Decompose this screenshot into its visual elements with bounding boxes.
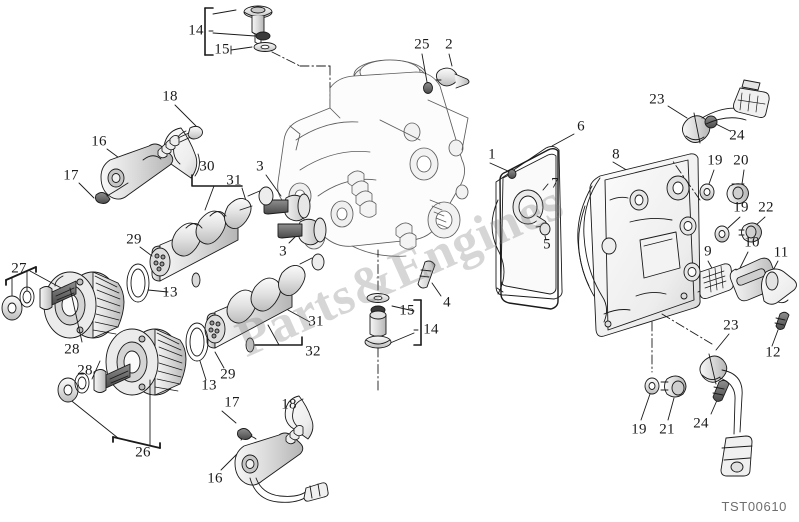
callout-31: 31	[226, 172, 242, 189]
part-group-connector-right	[699, 251, 797, 347]
callout-4: 4	[443, 294, 451, 311]
callout-28: 28	[64, 341, 80, 358]
callout-3: 3	[256, 158, 264, 175]
callout-15: 15	[399, 302, 415, 319]
callout-19: 19	[631, 421, 647, 438]
callout-5: 5	[543, 236, 551, 253]
callout-18: 18	[281, 396, 297, 413]
callout-6: 6	[577, 118, 585, 135]
callout-26: 26	[135, 444, 151, 461]
callout-22: 22	[758, 199, 774, 216]
callout-32: 32	[305, 343, 321, 360]
part-group-cover-gasket	[489, 133, 575, 310]
part-group-oil-jet-top	[204, 5, 331, 109]
part-group-oil-jet-lower	[364, 249, 422, 393]
callout-7: 7	[551, 175, 559, 192]
callout-17: 17	[224, 394, 240, 411]
callout-25: 25	[414, 36, 430, 53]
part-group-tappet-lower	[277, 217, 327, 246]
callout-3: 3	[279, 243, 287, 260]
part-group-tensioner-upper	[78, 104, 203, 204]
callout-29: 29	[126, 231, 142, 248]
callout-14: 14	[188, 22, 204, 39]
callout-27: 27	[11, 260, 27, 277]
callout-29: 29	[220, 366, 236, 383]
callout-9: 9	[704, 243, 712, 260]
callout-23: 23	[723, 317, 739, 334]
callout-19: 19	[707, 152, 723, 169]
callout-15: 15	[214, 41, 230, 58]
callout-17: 17	[63, 167, 79, 184]
callout-28: 28	[77, 362, 93, 379]
callout-1: 1	[488, 146, 496, 163]
valve-cover-right	[577, 153, 729, 373]
callout-20: 20	[733, 152, 749, 169]
callout-18: 18	[162, 88, 178, 105]
timing-pulley-upper	[1, 263, 169, 343]
part-sensor-23-lower	[699, 333, 753, 477]
callout-11: 11	[773, 244, 789, 261]
timing-pulley-lower	[57, 322, 209, 449]
callout-24: 24	[729, 127, 745, 144]
callout-31: 31	[308, 313, 324, 330]
callout-16: 16	[207, 470, 223, 487]
part-group-fasteners-right	[699, 169, 766, 243]
camshaft-upper	[149, 174, 274, 282]
engine-head-assembly	[277, 59, 469, 257]
diagram-code: TST00610	[721, 499, 787, 514]
callout-13: 13	[201, 377, 217, 394]
camshaft-lower	[204, 253, 325, 349]
part-group-tensioner-lower	[220, 395, 329, 503]
callout-19: 19	[733, 199, 749, 216]
callout-10: 10	[744, 234, 760, 251]
callout-8: 8	[612, 146, 620, 163]
part-shim-29-lower	[214, 337, 255, 369]
part-group-sensor-top	[421, 53, 470, 94]
part-shim-29-upper	[139, 246, 201, 288]
callout-24: 24	[693, 415, 709, 432]
part-group-fasteners-bottom	[640, 375, 687, 421]
callout-16: 16	[91, 133, 107, 150]
callout-12: 12	[765, 344, 781, 361]
part-sensor-23-upper	[667, 79, 770, 144]
callout-14: 14	[423, 321, 439, 338]
callout-30: 30	[199, 158, 215, 175]
part-dowel-pin-4	[417, 260, 442, 297]
callout-21: 21	[659, 421, 675, 438]
callout-13: 13	[162, 284, 178, 301]
callout-23: 23	[649, 91, 665, 108]
callout-2: 2	[445, 36, 453, 53]
